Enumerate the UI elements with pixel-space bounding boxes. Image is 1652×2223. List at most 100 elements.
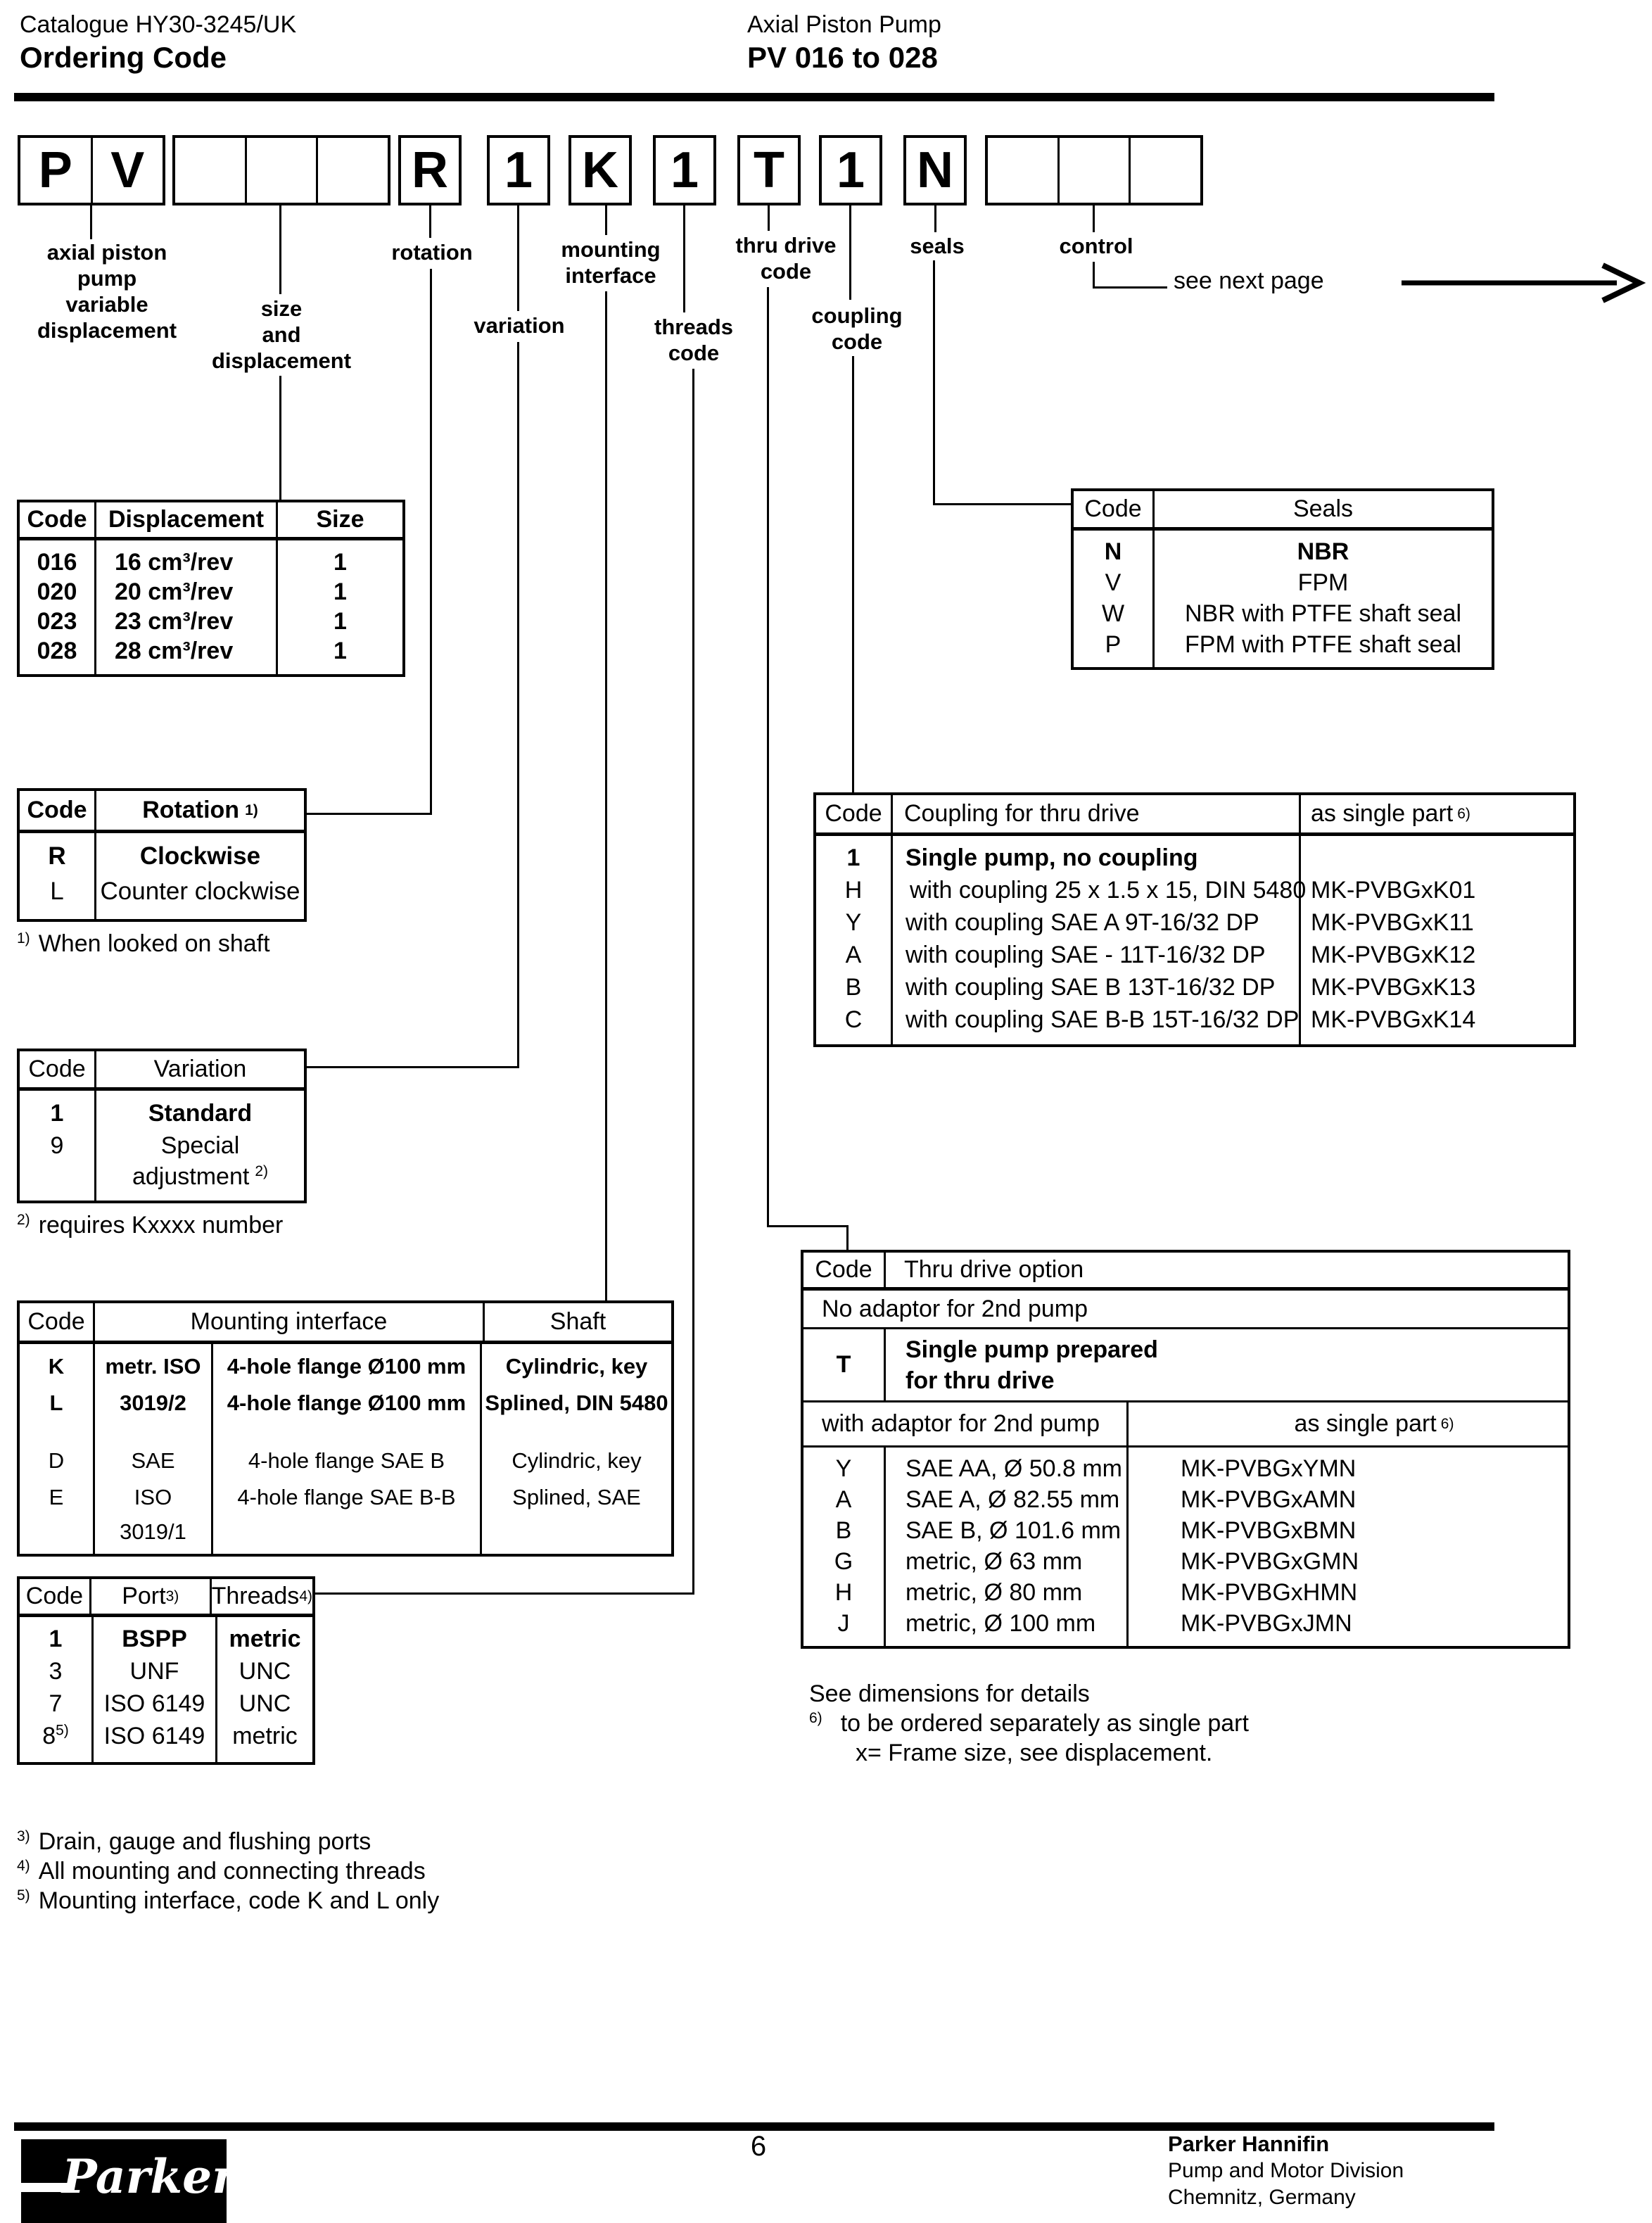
cell: B: [845, 974, 862, 1001]
cell: 016: [37, 549, 77, 576]
cell: MK-PVBGxHMN: [1181, 1579, 1358, 1606]
cell: with adaptor for 2nd pump: [822, 1410, 1100, 1437]
table-variation: Code Variation 1 9 Standard Special adju…: [17, 1049, 307, 1203]
table-header-row: Code Variation: [20, 1051, 304, 1091]
label-pump: axial piston pump variable displacement: [37, 240, 177, 343]
table-column: K L D E: [20, 1344, 93, 1554]
cell: Cylindric, key: [512, 1448, 642, 1473]
cell: P: [1105, 631, 1122, 658]
label-mounting: mounting interface: [561, 237, 661, 288]
table-seals: Code Seals N V W P NBR FPM NBR with PTFE…: [1071, 488, 1494, 670]
code-box-mounting: K: [568, 135, 632, 205]
cell: A: [835, 1486, 852, 1513]
cell: NBR: [1297, 538, 1349, 565]
table-column: N V W P: [1074, 531, 1152, 667]
table-column: metr. ISO 3019/2 SAE ISO 3019/1: [93, 1344, 211, 1554]
cell: MK-PVBGxYMN: [1181, 1455, 1356, 1482]
column-header: Code: [27, 506, 87, 533]
label-size: size and displacement: [211, 296, 352, 373]
cell: Special: [160, 1132, 240, 1159]
product-range: PV 016 to 028: [747, 41, 938, 74]
connector-line: [1093, 205, 1095, 232]
table-column: Clockwise Counter clockwise: [94, 833, 304, 919]
product-title: Axial Piston Pump: [747, 11, 941, 38]
cell: H: [834, 1579, 853, 1606]
table-column: MK-PVBGxK01 MK-PVBGxK11 MK-PVBGxK12 MK-P…: [1299, 836, 1573, 1044]
table-column: 1 9: [20, 1091, 94, 1201]
cell: T: [836, 1351, 851, 1378]
cell: Standard: [148, 1100, 253, 1127]
code-cell: [1057, 138, 1129, 203]
cell: 1: [333, 608, 347, 635]
table-body: 1 H Y A B C Single pump, no coupling wit…: [816, 836, 1573, 1044]
connector-line: [517, 342, 519, 1068]
connector-line: [430, 269, 432, 815]
code-cell: [1129, 138, 1200, 203]
table-column: 1 3 7 85): [20, 1617, 91, 1762]
code-box-seals: N: [903, 135, 967, 205]
cell: 4-hole flange SAE B: [248, 1448, 445, 1473]
table-header-row: Code Displacement Size: [20, 502, 402, 540]
cell: L: [50, 878, 64, 905]
table-body: 016 020 023 028 16 cm³/rev 20 cm³/rev 23…: [20, 540, 402, 674]
cell: with coupling 25 x 1.5 x 15, DIN 5480: [910, 877, 1307, 904]
cell: MK-PVBGxK12: [1311, 942, 1476, 968]
cell: metric, Ø 80 mm: [906, 1579, 1083, 1606]
column-header: Shaft: [483, 1303, 671, 1341]
cell: with coupling SAE A 9T-16/32 DP: [906, 909, 1259, 936]
table-body: N V W P NBR FPM NBR with PTFE shaft seal…: [1074, 531, 1492, 667]
table-body: 1 3 7 85) BSPP UNF ISO 6149 ISO 6149 met…: [20, 1617, 312, 1762]
cell: 023: [37, 608, 77, 635]
code-cell: N: [917, 142, 953, 198]
note-see-dimensions: See dimensions for details: [809, 1680, 1090, 1707]
cell: Clockwise: [139, 842, 261, 870]
table-column: Y A B G H J: [803, 1448, 884, 1646]
cell: MK-PVBGxGMN: [1181, 1548, 1359, 1575]
cell: G: [834, 1548, 853, 1575]
code-box-coupling: 1: [819, 135, 882, 205]
table-column: Cylindric, key Splined, DIN 5480 Cylindr…: [480, 1344, 671, 1554]
cell: V: [1105, 569, 1122, 596]
connector-line: [429, 205, 431, 238]
table-header-row: Code Thru drive option: [803, 1253, 1568, 1291]
label-coupling: coupling code: [811, 303, 903, 354]
table-row-with-adaptor: with adaptor for 2nd pump as single part…: [803, 1400, 1568, 1445]
code-box-threads: 1: [653, 135, 716, 205]
code-cell: [316, 138, 388, 203]
catalogue-number: Catalogue HY30-3245/UK: [20, 11, 297, 38]
cell: A: [845, 942, 862, 968]
cell: B: [835, 1517, 852, 1544]
cell: 4-hole flange Ø100 mm: [227, 1354, 466, 1379]
cell: [482, 1516, 671, 1548]
cell: 1: [49, 1626, 63, 1652]
code-box-rotation: R: [398, 135, 462, 205]
connector-line: [768, 205, 770, 231]
cell: metric: [229, 1626, 301, 1652]
table-column: 1 1 1 1: [276, 540, 402, 674]
cell: N: [1104, 538, 1122, 565]
cell: 020: [37, 578, 77, 605]
cell: 1: [333, 549, 347, 576]
table-body: K L D E metr. ISO 3019/2 SAE ISO 3019/1 …: [20, 1344, 671, 1554]
code-box-group-pump: P V: [18, 135, 165, 205]
table-column: R L: [20, 833, 94, 919]
code-cell: 1: [670, 142, 699, 198]
table-mounting: Code Mounting interface Shaft K L D E me…: [17, 1300, 674, 1557]
page-title: Ordering Code: [20, 41, 227, 74]
cell: 4-hole flange SAE B-B: [237, 1485, 456, 1509]
cell: [1301, 842, 1573, 874]
connector-line: [933, 503, 1071, 505]
column-header: Code: [25, 1583, 84, 1609]
table-column: BSPP UNF ISO 6149 ISO 6149: [91, 1617, 215, 1762]
connector-line: [605, 205, 607, 235]
connector-line: [307, 813, 432, 815]
cell: R: [48, 842, 66, 870]
cell: 3: [49, 1658, 63, 1685]
footnote-variation: 2)requires Kxxxx number: [17, 1211, 284, 1239]
cell: [20, 1421, 93, 1443]
cell: 1: [846, 844, 860, 871]
